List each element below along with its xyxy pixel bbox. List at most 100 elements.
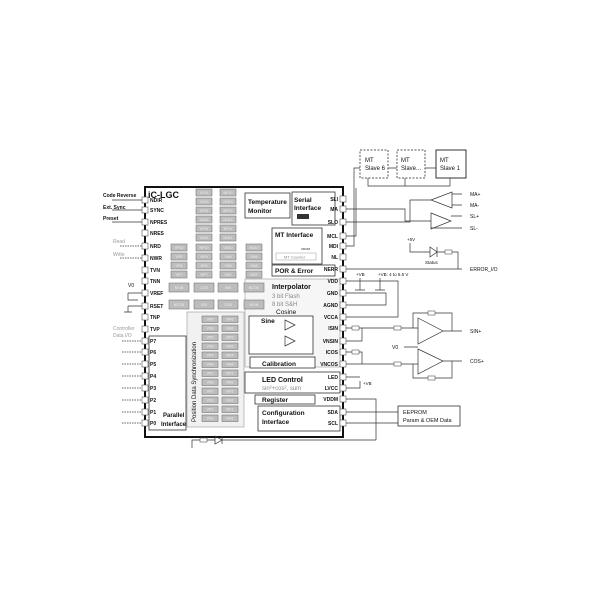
svg-text:VN13: VN13 bbox=[200, 200, 209, 204]
left-pin-label: RSET bbox=[150, 304, 163, 310]
right-pin-pad bbox=[339, 324, 347, 332]
slave6-label-2: Slave 6 bbox=[365, 166, 386, 172]
right-pin-pad bbox=[339, 195, 347, 203]
left-pins: NDIRSYNCNPRESNRESNRDNWRTVNTNNVREFRSETTNP… bbox=[122, 196, 168, 427]
right-pin-label: VNSIN bbox=[323, 339, 339, 345]
temperature-monitor-block bbox=[244, 192, 291, 219]
por-error-label: POR & Error bbox=[275, 268, 314, 275]
eeprom-box bbox=[397, 405, 461, 427]
svg-text:VP9: VP9 bbox=[176, 255, 183, 259]
sync-label: Position Data Synchronization bbox=[192, 342, 198, 422]
config-label-1: Configuration bbox=[262, 410, 305, 417]
register-cell: NN4 bbox=[221, 360, 239, 368]
svg-text:NP1: NP1 bbox=[227, 408, 234, 412]
register-cell: VP7 bbox=[170, 270, 188, 279]
v0-left-label: V0 bbox=[128, 283, 134, 289]
right-pin-pad bbox=[339, 348, 347, 356]
right-pin-label: NERR bbox=[324, 267, 339, 273]
right-pin-pad bbox=[339, 373, 347, 381]
left-pin-label: TVN bbox=[150, 268, 160, 274]
monitor-label: Monitor bbox=[248, 208, 272, 215]
left-pin-pad bbox=[141, 396, 149, 404]
ma-minus-label: MA- bbox=[470, 203, 480, 209]
register-cell: COS bbox=[193, 282, 215, 293]
parallel-label-1: Parallel bbox=[163, 413, 185, 419]
svg-text:VN12: VN12 bbox=[200, 218, 209, 222]
svg-text:COS: COS bbox=[224, 303, 232, 307]
serial-interface-block bbox=[291, 191, 336, 226]
svg-text:VN3: VN3 bbox=[207, 381, 214, 385]
svg-text:NSIN: NSIN bbox=[250, 303, 259, 307]
calibration-block bbox=[249, 356, 316, 369]
left-pin-label: P0 bbox=[150, 421, 156, 427]
register-cell: COS bbox=[217, 299, 239, 310]
svg-text:NN9: NN9 bbox=[250, 255, 257, 259]
flash-label: 3 bit Flash bbox=[272, 294, 300, 300]
right-pin-label: NL bbox=[331, 255, 338, 261]
mt-slave-n-box bbox=[396, 149, 426, 179]
controller-label-1: Controller bbox=[113, 326, 135, 332]
register-cell: NP10 bbox=[195, 243, 213, 252]
left-pin-label: P1 bbox=[150, 410, 156, 416]
right-pin-label: MDI bbox=[329, 244, 339, 250]
register-cell: NN13 bbox=[219, 197, 237, 206]
capacitors-icon bbox=[345, 278, 399, 318]
interpolator-label: Interpolator bbox=[272, 284, 311, 291]
svg-text:VP8: VP8 bbox=[176, 264, 183, 268]
register-label: Register bbox=[262, 397, 288, 404]
code-reverse-label: Code Reverse bbox=[103, 193, 137, 199]
right-pin-label: MA bbox=[330, 207, 338, 213]
right-pin-pad bbox=[339, 289, 347, 297]
right-pin-label: VDDM bbox=[323, 397, 338, 403]
right-pin-label: SCL bbox=[328, 421, 338, 427]
slave1-label-2: Slave 1 bbox=[440, 166, 461, 172]
register-cell: NN6 bbox=[221, 324, 239, 332]
left-pin-label: NRES bbox=[150, 231, 165, 237]
svg-text:VN4: VN4 bbox=[207, 363, 214, 367]
left-pin-pad bbox=[141, 242, 149, 250]
vdom-label: VDOM bbox=[301, 247, 311, 251]
right-pin-pad bbox=[339, 232, 347, 240]
svg-text:VN2: VN2 bbox=[207, 399, 214, 403]
status-led-icon bbox=[345, 243, 462, 270]
left-pin-label: NWR bbox=[150, 256, 162, 262]
left-pin-pad bbox=[141, 419, 149, 427]
register-cell: NCOS bbox=[243, 282, 265, 293]
right-pin-pad bbox=[339, 408, 347, 416]
svg-text:VP12: VP12 bbox=[200, 209, 209, 213]
right-pin-label: SDA bbox=[327, 410, 338, 416]
register-cell: VN12 bbox=[195, 215, 213, 224]
svg-text:VP11: VP11 bbox=[200, 227, 209, 231]
svg-text:NP10: NP10 bbox=[200, 246, 209, 250]
register-cell: VP12 bbox=[195, 206, 213, 215]
right-pin-pad bbox=[339, 242, 347, 250]
left-pin-label: P4 bbox=[150, 374, 156, 380]
left-pin-pad bbox=[141, 372, 149, 380]
svg-text:NP5: NP5 bbox=[227, 336, 234, 340]
register-cell: SIN bbox=[193, 299, 215, 310]
register-cell: NCOS bbox=[168, 299, 190, 310]
svg-text:NN3: NN3 bbox=[226, 381, 233, 385]
left-pin-label: P5 bbox=[150, 362, 156, 368]
left-pin-pad bbox=[141, 384, 149, 392]
left-pin-pad bbox=[141, 218, 149, 226]
svg-text:NN11: NN11 bbox=[224, 236, 233, 240]
register-cell: VN6 bbox=[201, 324, 219, 332]
svg-text:SIN: SIN bbox=[201, 303, 207, 307]
ma-plus-label: MA+ bbox=[470, 192, 481, 198]
register-cell: NN2 bbox=[221, 396, 239, 404]
left-pin-label: P3 bbox=[150, 386, 156, 392]
register-cell: NP11 bbox=[219, 224, 237, 233]
register-cell: VN13 bbox=[195, 197, 213, 206]
register-cell: VN10 bbox=[219, 243, 237, 252]
register-cell: NN10 bbox=[245, 243, 263, 252]
right-pins: SLIMASLOMCLMDINLNERRVDDGNDAGNDVCCAISINVN… bbox=[320, 195, 347, 427]
vb-label: +VB bbox=[356, 272, 365, 277]
left-pin-pad bbox=[141, 360, 149, 368]
register-cell: NP2 bbox=[221, 387, 239, 395]
svg-text:NP3: NP3 bbox=[227, 372, 234, 376]
svg-text:NN5: NN5 bbox=[226, 345, 233, 349]
left-pin-label: VREF bbox=[150, 291, 163, 297]
register-cell: NN11 bbox=[219, 233, 237, 242]
